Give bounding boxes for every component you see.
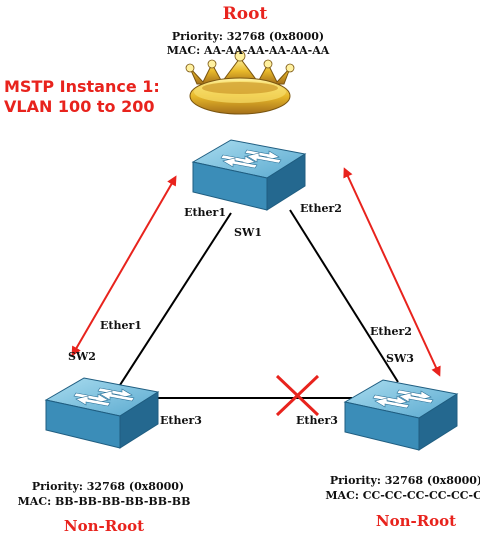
sw2-role-label: Non-Root (64, 517, 144, 535)
double-arrow-icon (71, 175, 177, 357)
root-priority: Priority: 32768 (0x8000) (172, 30, 324, 43)
instance-vlans: VLAN 100 to 200 (4, 97, 155, 116)
sw3-mac: MAC: CC-CC-CC-CC-CC-CC (325, 489, 480, 502)
instance-title: MSTP Instance 1: (4, 77, 160, 96)
sw1-port-ether2: Ether2 (300, 202, 342, 215)
link-sw1-sw2 (119, 212, 232, 386)
sw1-name: SW1 (234, 226, 262, 239)
root-role-label: Root (223, 4, 268, 24)
sw3-name: SW3 (386, 352, 414, 365)
sw2-priority: Priority: 32768 (0x8000) (32, 480, 184, 493)
switch-icon (344, 379, 458, 451)
link-sw1-sw3 (289, 209, 399, 383)
double-arrow-icon (343, 167, 441, 377)
sw2-port-ether1: Ether1 (100, 319, 142, 332)
sw3-port-ether2: Ether2 (370, 325, 412, 338)
sw2-mac: MAC: BB-BB-BB-BB-BB-BB (18, 495, 191, 508)
crown-icon (185, 50, 295, 115)
sw2-port-ether3: Ether3 (160, 414, 202, 427)
sw3-priority: Priority: 32768 (0x8000) (330, 474, 480, 487)
switch-icon (45, 377, 159, 449)
sw3-port-ether3: Ether3 (296, 414, 338, 427)
blocked-port-x-icon (275, 374, 320, 417)
switch-icon (192, 139, 306, 211)
root-mac: MAC: AA-AA-AA-AA-AA-AA (167, 44, 330, 57)
sw2-name: SW2 (68, 350, 96, 363)
sw1-port-ether1: Ether1 (184, 206, 226, 219)
sw3-role-label: Non-Root (376, 512, 456, 530)
